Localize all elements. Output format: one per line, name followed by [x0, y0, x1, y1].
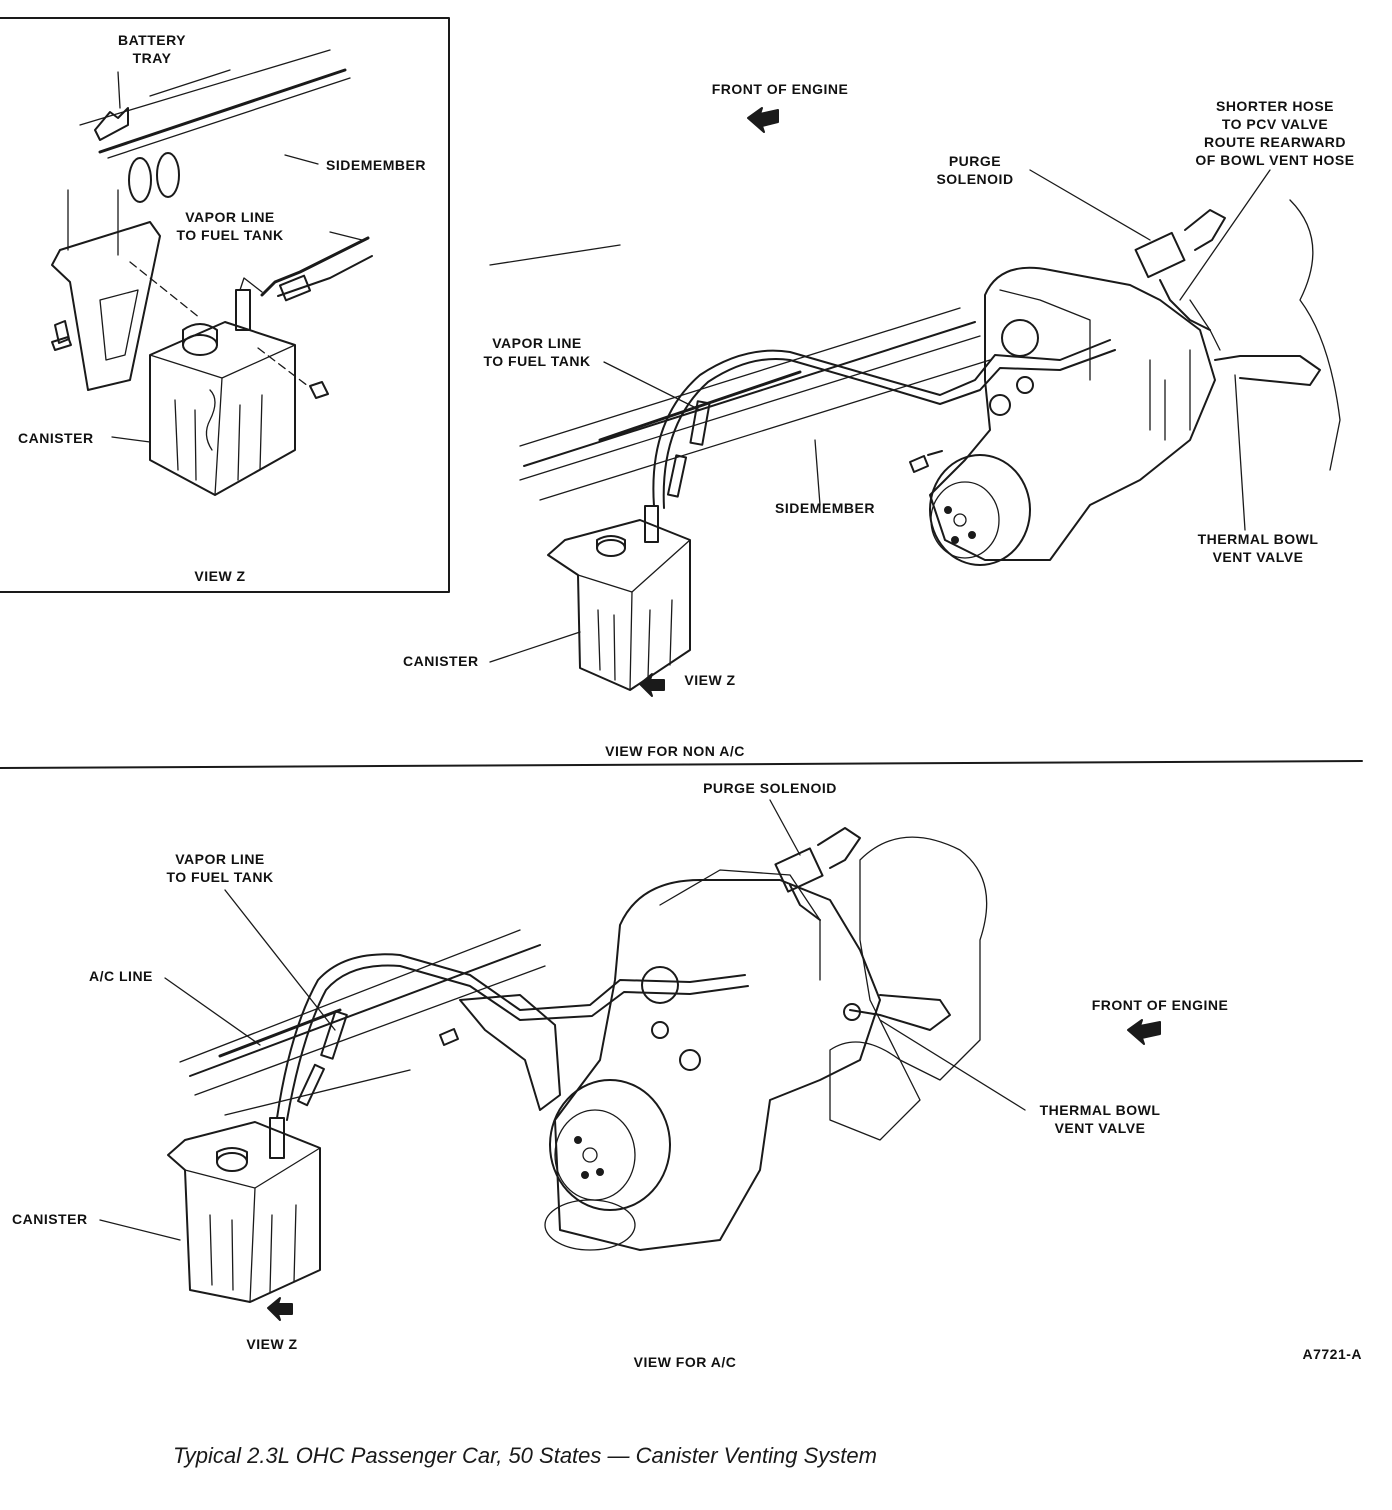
shorter-hose-label: SHORTER HOSE TO PCV VALVE ROUTE REARWARD… [1195, 98, 1355, 168]
front-of-engine-label: FRONT OF ENGINE [711, 81, 849, 97]
canister-label-non-ac: CANISTER [403, 653, 479, 669]
thermal-bowl-vent-valve-label: THERMAL BOWL VENT VALVE [1197, 531, 1319, 565]
canister-label: CANISTER [18, 430, 94, 446]
view-for-ac-title: VIEW FOR A/C [633, 1354, 737, 1370]
sidemember-label-non-ac: SIDEMEMBER [775, 500, 875, 516]
ac-line-label: A/C LINE [89, 968, 153, 984]
sidemember-label: SIDEMEMBER [326, 157, 426, 173]
battery-tray-label: BATTERY TRAY [117, 32, 187, 66]
purge-solenoid-label: PURGE SOLENOID [936, 153, 1014, 187]
figure-id: A7721-A [1302, 1346, 1362, 1362]
vapor-line-label: VAPOR LINE TO FUEL TANK [176, 209, 284, 243]
view-z-marker-non-ac: VIEW Z [684, 672, 736, 688]
view-z-marker-ac: VIEW Z [246, 1336, 298, 1352]
purge-solenoid-label-ac: PURGE SOLENOID [703, 780, 837, 796]
thermal-bowl-vent-valve-label-ac: THERMAL BOWL VENT VALVE [1039, 1102, 1161, 1136]
view-for-non-ac-title: VIEW FOR NON A/C [605, 743, 745, 759]
vapor-line-label-non-ac: VAPOR LINE TO FUEL TANK [483, 335, 591, 369]
front-of-engine-label-ac: FRONT OF ENGINE [1091, 997, 1229, 1013]
canister-label-ac: CANISTER [12, 1211, 88, 1227]
view-z-title: VIEW Z [194, 568, 246, 584]
inset-artwork [51, 49, 373, 496]
vapor-line-label-ac: VAPOR LINE TO FUEL TANK [166, 851, 274, 885]
figure-caption: Typical 2.3L OHC Passenger Car, 50 State… [173, 1443, 877, 1468]
section-divider [0, 760, 1363, 769]
inset-frame [0, 17, 450, 593]
ac-artwork [99, 799, 1161, 1321]
non-ac-artwork [489, 107, 1341, 697]
